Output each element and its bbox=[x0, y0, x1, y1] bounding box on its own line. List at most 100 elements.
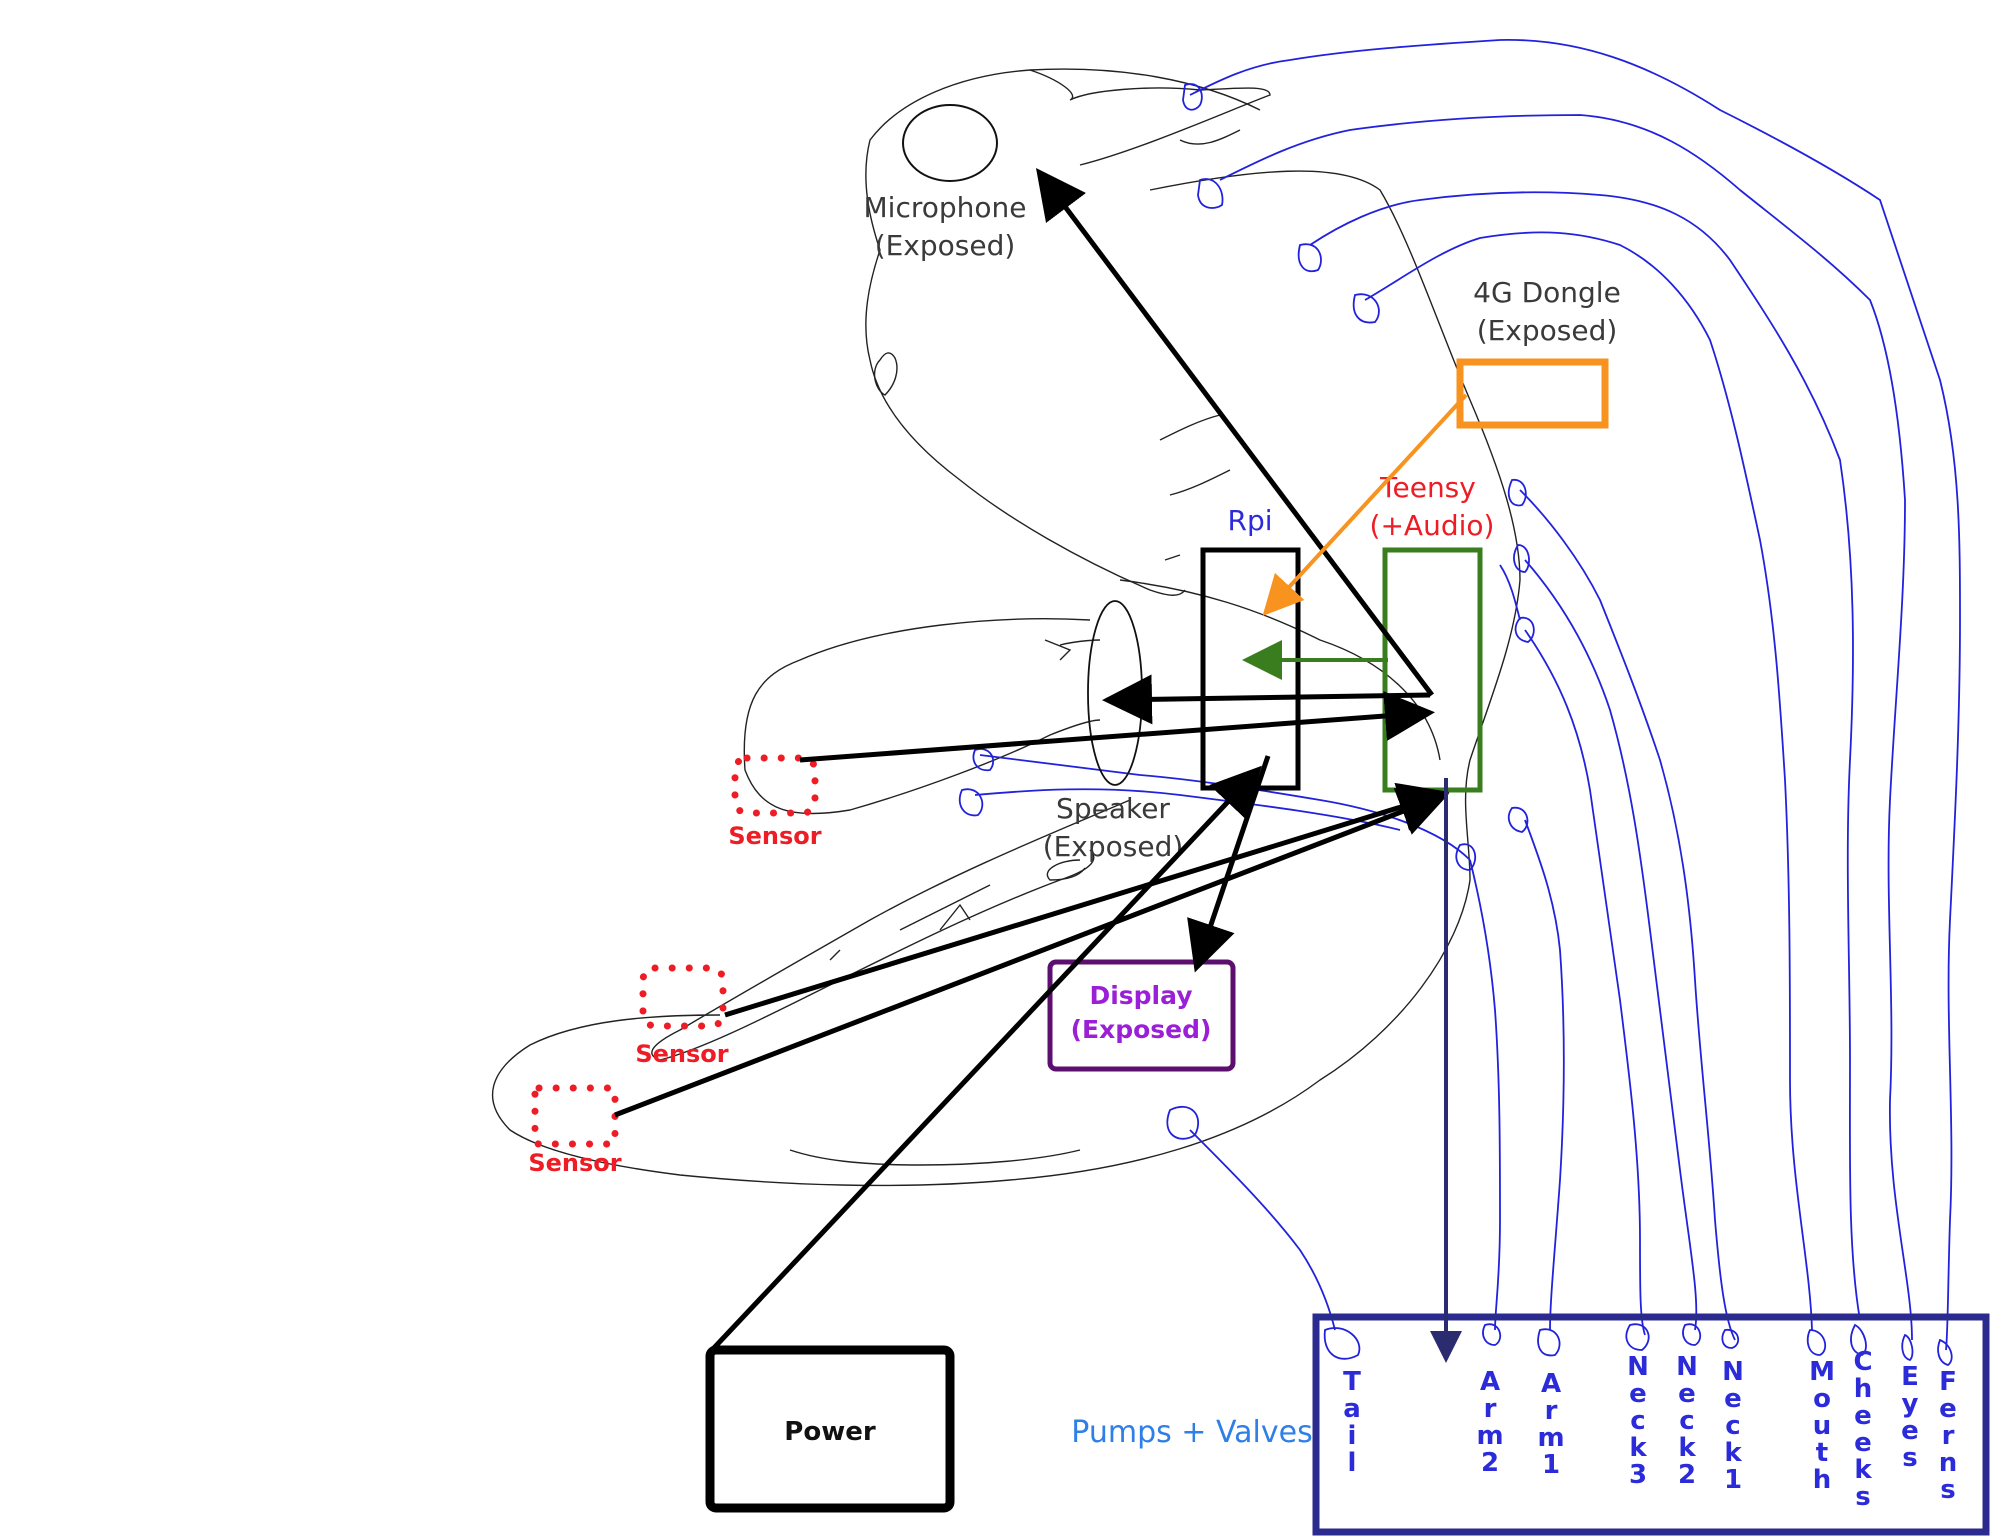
speaker-sublabel: (Exposed) bbox=[1043, 830, 1184, 863]
dongle-label: 4G Dongle bbox=[1473, 276, 1621, 309]
speaker-label: Speaker bbox=[1056, 792, 1170, 825]
display-sublabel: (Exposed) bbox=[1071, 1015, 1212, 1044]
ear-right-outline bbox=[1179, 129, 1241, 145]
creature-outline bbox=[491, 68, 1521, 1187]
tube-neck-mid bbox=[1499, 564, 1521, 621]
sensor-1-box bbox=[731, 754, 819, 817]
tube-arm-lower-end bbox=[958, 788, 984, 817]
teensy-box bbox=[1382, 547, 1483, 793]
lower-arm-outline bbox=[651, 799, 1131, 1061]
arrow-power-to-rpi bbox=[710, 765, 1262, 1352]
tube-arm2 bbox=[1469, 859, 1501, 1331]
head-cap-outline bbox=[1029, 69, 1271, 166]
connections bbox=[614, 168, 1468, 1363]
microphone-shape bbox=[902, 104, 998, 182]
tube-arm-lower bbox=[974, 788, 1401, 831]
tube-neck3 bbox=[1524, 629, 1646, 1336]
tube-cheeks-end bbox=[1297, 243, 1322, 273]
tube-mouth-end bbox=[1352, 293, 1380, 324]
nub-eyes bbox=[1901, 1333, 1914, 1361]
tube-neck3-end bbox=[1514, 616, 1535, 643]
tube-eyes-end bbox=[1197, 178, 1224, 209]
speaker-shape bbox=[1087, 600, 1143, 786]
power-label: Power bbox=[784, 1417, 876, 1447]
sensor-1: Sensor bbox=[728, 754, 822, 850]
nub-neck2 bbox=[1682, 1323, 1702, 1346]
tube-ferns bbox=[1189, 39, 1961, 1351]
arrow-rpi-to-display bbox=[1187, 755, 1271, 973]
rpi-box bbox=[1200, 547, 1301, 791]
arrow-teensy-to-speaker bbox=[1102, 674, 1431, 725]
tube-arm-upper-end bbox=[972, 748, 995, 772]
sensor-2: Sensor bbox=[635, 964, 729, 1068]
power: Power bbox=[705, 1345, 955, 1513]
tube-neck2 bbox=[1524, 559, 1698, 1331]
display-label: Display bbox=[1089, 981, 1192, 1010]
arrow-teensy-to-microphone bbox=[1035, 168, 1434, 697]
nub-neck3 bbox=[1625, 1323, 1650, 1351]
hand-outline bbox=[1046, 859, 1086, 881]
nub-tail bbox=[1323, 1327, 1361, 1360]
tube-neck1 bbox=[1519, 489, 1736, 1341]
tube-tail-end bbox=[1166, 1105, 1200, 1140]
lower-arm-detail bbox=[829, 884, 991, 961]
microphone-sublabel: (Exposed) bbox=[875, 229, 1016, 262]
rpi-label: Rpi bbox=[1227, 504, 1272, 537]
sensor-1-label: Sensor bbox=[728, 822, 821, 850]
arrow-sensor2-to-teensy bbox=[724, 782, 1450, 1018]
sensor-3-label: Sensor bbox=[528, 1149, 621, 1177]
tube-neck1-end bbox=[1508, 479, 1527, 507]
microphone-label: Microphone bbox=[864, 191, 1027, 224]
pumps-valves-box bbox=[1312, 1313, 1990, 1536]
arrow-sensor3-to-teensy bbox=[614, 788, 1450, 1118]
tail-curl-outline bbox=[789, 1149, 1081, 1166]
sensor-3: Sensor bbox=[528, 1084, 622, 1177]
upper-arm-outline bbox=[743, 618, 1101, 815]
tube-arm2-end bbox=[1455, 843, 1477, 871]
arrow-dongle-to-rpi bbox=[1262, 393, 1468, 616]
nub-arm1 bbox=[1537, 1328, 1561, 1357]
rpi: Rpi bbox=[1200, 504, 1301, 791]
display-box bbox=[1047, 959, 1236, 1072]
tube-mouth bbox=[1364, 231, 1813, 1331]
pumps-valves-label: Pumps + Valves bbox=[1071, 1415, 1312, 1450]
dongle-box bbox=[1456, 358, 1609, 429]
ear-left-outline bbox=[873, 352, 898, 396]
sensor-2-box bbox=[639, 964, 727, 1030]
upper-arm-inner bbox=[1044, 639, 1101, 661]
nub-arm2 bbox=[1482, 1323, 1502, 1346]
nub-cheeks bbox=[1850, 1323, 1867, 1356]
neck-outline bbox=[491, 170, 1521, 1187]
face-detail bbox=[1159, 414, 1231, 561]
tube-ferns-end bbox=[1182, 83, 1203, 111]
teensy-sublabel: (+Audio) bbox=[1370, 509, 1495, 542]
teensy-label: Teensy bbox=[1379, 471, 1476, 504]
tube-arm1 bbox=[1524, 819, 1565, 1331]
power-box bbox=[705, 1345, 955, 1513]
sensor-2-label: Sensor bbox=[635, 1040, 728, 1068]
tube-cheeks bbox=[1309, 191, 1861, 1321]
tube-eyes bbox=[1219, 114, 1913, 1341]
nub-mouth bbox=[1806, 1329, 1827, 1356]
speaker: Speaker (Exposed) bbox=[1043, 600, 1184, 863]
display: Display (Exposed) bbox=[1047, 959, 1236, 1072]
microphone: Microphone (Exposed) bbox=[864, 104, 1027, 262]
arrow-sensor1-to-teensy bbox=[799, 691, 1435, 763]
head-outline bbox=[865, 68, 1261, 596]
tube-arm1-end bbox=[1508, 806, 1529, 833]
dongle-sublabel: (Exposed) bbox=[1477, 314, 1618, 347]
